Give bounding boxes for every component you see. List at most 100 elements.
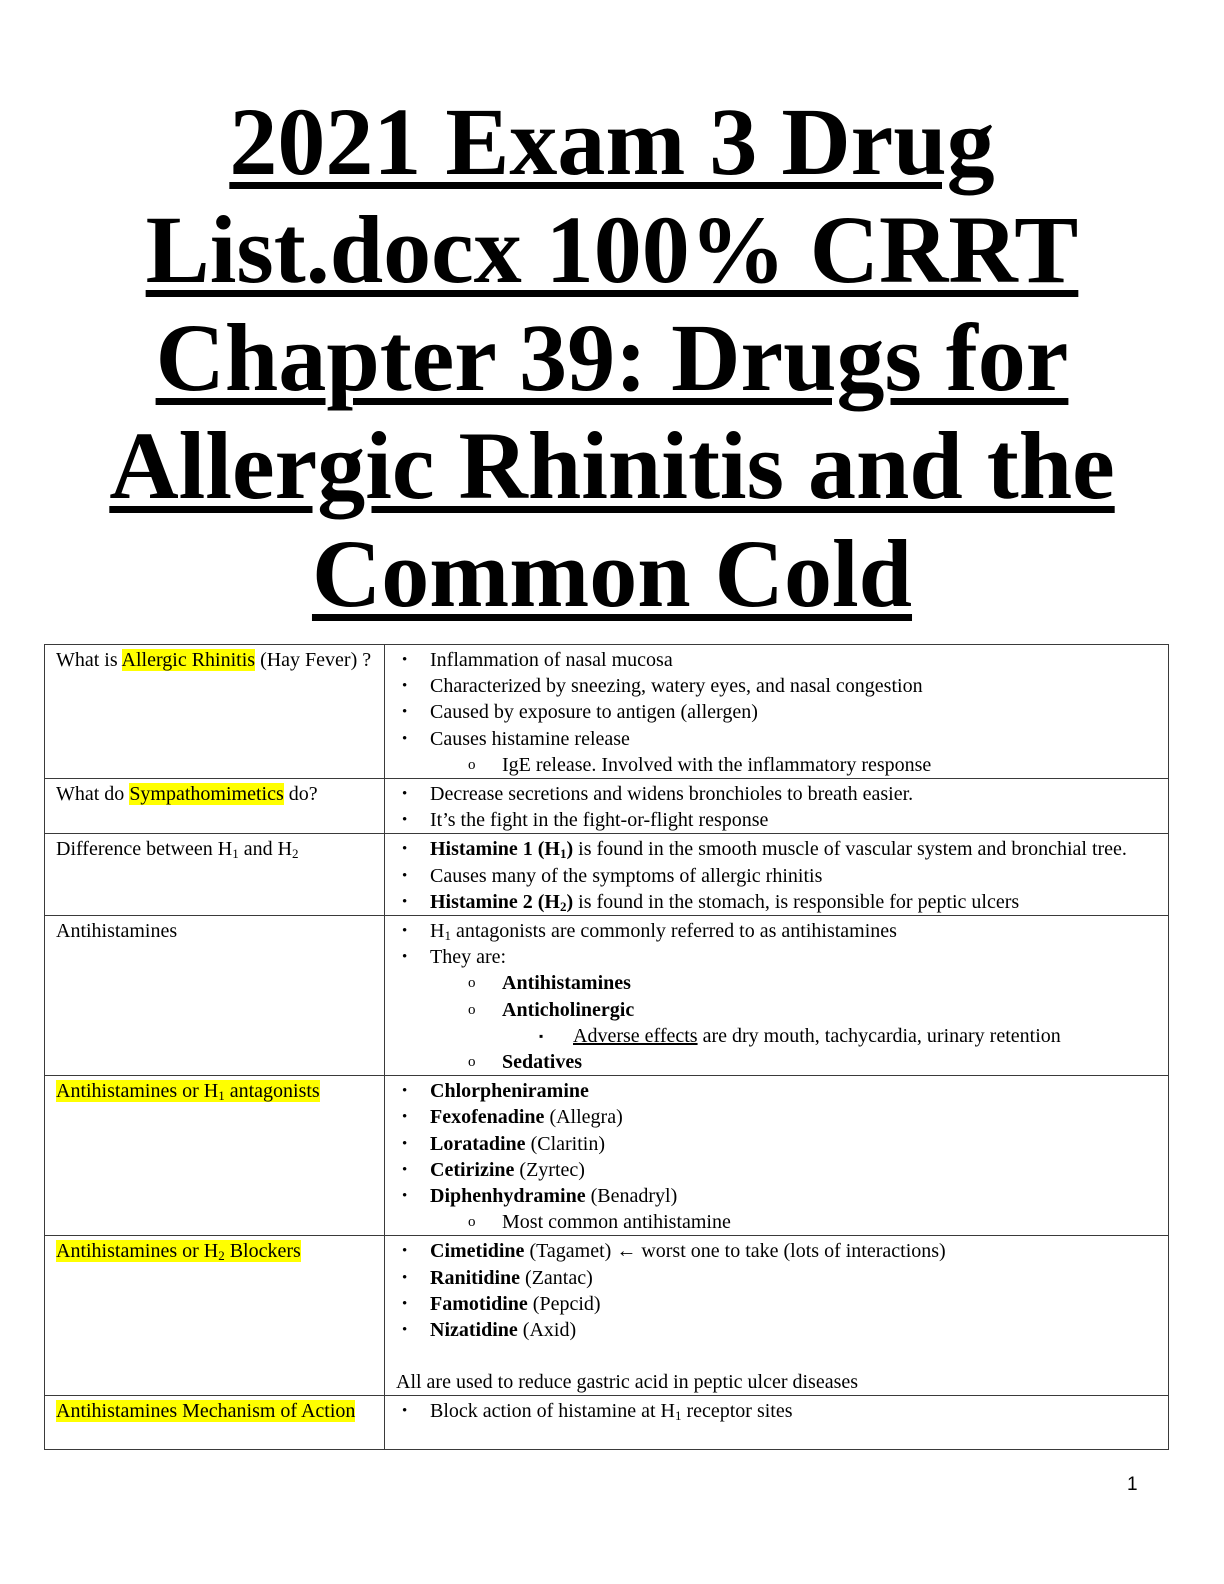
circle-bullet-icon: o: [468, 1001, 476, 1018]
bullet-icon: •: [402, 923, 408, 940]
table-row: What do Sympathomimetics do? •Decrease s…: [44, 778, 1169, 835]
table-row: Antihistamines •H1 antagonists are commo…: [44, 915, 1169, 1077]
item-text: Decrease secretions and widens bronchiol…: [430, 783, 914, 806]
answer-cell: •H1 antagonists are commonly referred to…: [384, 915, 1169, 1077]
drug-table: What is Allergic Rhinitis (Hay Fever) ? …: [44, 643, 1169, 1450]
item-text: is found in the stomach, is responsible …: [573, 890, 1020, 913]
title-line: 2021 Exam 3 Drug: [229, 88, 995, 195]
list-item: • Diphenhydramine (Benadryl): [396, 1183, 1158, 1209]
list-item: •Causes histamine release: [396, 726, 1158, 752]
bullet-icon: •: [402, 1295, 408, 1312]
list-item: ▪Adverse effects are dry mouth, tachycar…: [396, 1023, 1158, 1049]
bullet-icon: •: [402, 730, 408, 747]
bullet-icon: •: [402, 867, 408, 884]
question-cell: Antihistamines or H2 Blockers: [44, 1235, 385, 1397]
answer-list: •Cimetidine (Tagamet) ← worst one to tak…: [396, 1238, 1158, 1343]
answer-cell: • Decrease secretions and widens bronchio…: [384, 778, 1169, 835]
drug-name: Fexofenadine: [430, 1106, 545, 1129]
bullet-icon: •: [402, 1188, 408, 1205]
list-item: • Chlorpheniramine: [396, 1078, 1158, 1104]
title-line: Chapter 39: Drugs for: [155, 304, 1069, 411]
bullet-icon: •: [402, 812, 408, 829]
list-item: •Decrease secretions and widens bronchio…: [396, 781, 1158, 807]
question-text: Antihistamines: [56, 920, 178, 943]
brand-name: (Allegra): [544, 1106, 623, 1129]
list-item: •Characterized by sneezing, watery eyes,…: [396, 673, 1158, 699]
answer-cell: • Chlorpheniramine • Fexofenadine (Allegra…: [384, 1075, 1169, 1237]
list-item: • Causes many of the symptoms of allergic…: [396, 863, 1158, 889]
subscript: 1: [560, 846, 567, 862]
answer-list: •H1 antagonists are commonly referred to…: [396, 918, 1158, 1075]
list-item: o Anticholinergic: [396, 997, 1158, 1023]
subscript: 1: [674, 1408, 682, 1424]
bullet-icon: •: [402, 678, 408, 695]
answer-list: •Block action of histamine at H1 recepto…: [396, 1398, 1158, 1424]
answer-cell: •Cimetidine (Tagamet) ← worst one to tak…: [384, 1235, 1169, 1397]
bullet-icon: •: [402, 1109, 408, 1126]
subscript: 2: [560, 898, 567, 914]
question-text: Antihistamines or H: [56, 1080, 219, 1103]
page-number: 1: [1127, 1474, 1138, 1495]
answer-cell: •Histamine 1 (H1) is found in the smooth…: [384, 833, 1169, 917]
bullet-icon: •: [402, 652, 408, 668]
question-text: Blockers: [224, 1240, 301, 1263]
item-text: Causes many of the symptoms of allergic …: [430, 864, 823, 887]
document-title: 2021 Exam 3 Drug List.docx 100% CRRT Cha…: [0, 88, 1224, 628]
bullet-icon: •: [402, 1083, 408, 1100]
square-bullet-icon: ▪: [539, 1028, 544, 1043]
drug-name: Nizatidine: [430, 1319, 518, 1342]
subscript: 2: [292, 846, 299, 862]
bold-term: Anticholinergic: [502, 998, 635, 1021]
title-line: Common Cold: [311, 520, 913, 627]
question-text: What do: [56, 783, 130, 806]
question-text: do?: [283, 783, 318, 806]
bold-term: ): [566, 838, 574, 861]
brand-name: (Pepcid): [527, 1292, 601, 1315]
list-item: • Fexofenadine (Allegra): [396, 1104, 1158, 1130]
list-item: •Loratadine (Claritin): [396, 1131, 1158, 1157]
question-text: Antihistamines or H: [56, 1240, 219, 1263]
brand-name: (Axid): [517, 1319, 577, 1342]
list-item: •Ranitidine (Zantac): [396, 1265, 1158, 1291]
note-text: All are used to reduce gastric acid in p…: [396, 1371, 859, 1394]
table-row: Antihistamines or H2 Blockers •Cimetidin…: [44, 1235, 1169, 1397]
list-item: •H1 antagonists are commonly referred to…: [396, 918, 1158, 944]
subscript: 2: [218, 1248, 225, 1264]
list-item: • Famotidine (Pepcid): [396, 1291, 1158, 1317]
bullet-icon: •: [402, 893, 408, 910]
bullet-icon: •: [402, 949, 408, 966]
answer-cell: •Inflammation of nasal mucosa •Character…: [384, 643, 1169, 780]
question-cell: Antihistamines or H1 antagonists: [44, 1075, 385, 1237]
question-text: (Hay Fever) ?: [255, 649, 372, 671]
title-line: List.docx 100% CRRT: [145, 196, 1079, 303]
question-text: antagonists: [224, 1080, 320, 1103]
bullet-icon: •: [402, 841, 408, 858]
answer-list: • Decrease secretions and widens bronchio…: [396, 781, 1158, 833]
drug-name: Chlorpheniramine: [430, 1080, 589, 1103]
circle-bullet-icon: o: [468, 975, 476, 992]
item-text: H: [430, 920, 445, 943]
subscript: 1: [232, 846, 239, 862]
item-text: IgE release. Involved with the inflammat…: [502, 753, 932, 776]
item-text: Caused by exposure to antigen (allergen): [430, 701, 758, 724]
item-text: It’s the fight in the fight-or-flight re…: [430, 809, 769, 832]
answer-cell: •Block action of histamine at H1 recepto…: [384, 1395, 1169, 1450]
highlighted-term: Antihistamines or H1 antagonists: [56, 1080, 320, 1103]
item-text: Most common antihistamine: [502, 1211, 731, 1234]
brand-name: (Zyrtec): [514, 1158, 585, 1181]
circle-bullet-icon: o: [468, 1054, 476, 1071]
list-item: •Cetirizine (Zyrtec): [396, 1157, 1158, 1183]
subscript: 1: [444, 928, 451, 944]
list-item: •Nizatidine (Axid): [396, 1317, 1158, 1343]
drug-name: Famotidine: [430, 1292, 528, 1315]
question-text: and H: [238, 838, 293, 861]
drug-name: Diphenhydramine: [430, 1185, 586, 1208]
highlighted-term: Allergic Rhinitis: [121, 649, 256, 671]
brand-name: (Benadryl): [585, 1185, 678, 1208]
list-item: •Histamine 2 (H2) is found in the stomac…: [396, 889, 1158, 915]
question-text: Difference between H: [56, 838, 233, 861]
table-row: What is Allergic Rhinitis (Hay Fever) ? …: [44, 643, 1169, 780]
